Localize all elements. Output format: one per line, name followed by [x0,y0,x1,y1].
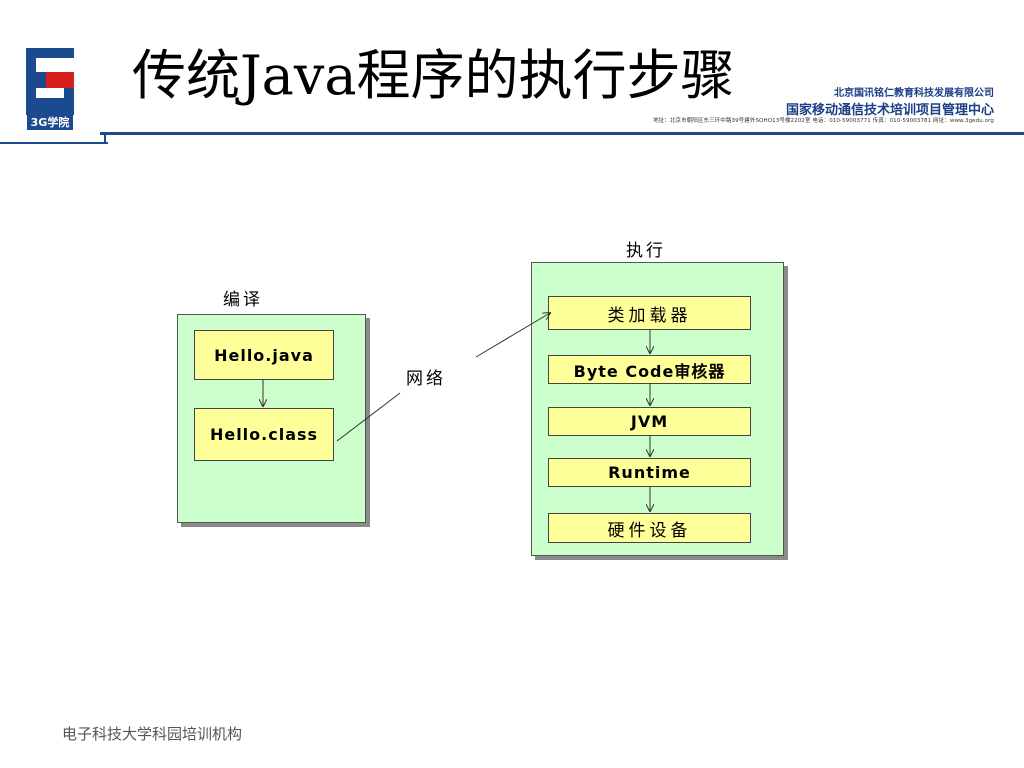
execute-label: 执行 [626,241,666,261]
header-divider [100,132,1024,135]
node-hello-class: Hello.class [194,408,334,461]
logo-icon [26,48,74,115]
logo-text: 3G学院 [27,115,73,130]
org-contact-line: 地址：北京市朝阳区东三环中路39号建外SOHO13号楼2202室 电话：010-… [653,118,994,124]
node-hello-java: Hello.java [194,330,334,380]
org-name-line2: 国家移动通信技术培训项目管理中心 [785,103,994,118]
org-name-line1: 北京国讯铭仁教育科技发展有限公司 [834,88,994,99]
network-label: 网络 [406,369,446,389]
node-jvm: JVM [548,407,751,436]
node-bytecode-verifier: Byte Code审核器 [548,355,751,384]
footer-text: 电子科技大学科园培训机构 [62,725,243,743]
node-hardware: 硬件设备 [548,513,751,543]
node-class-loader: 类加载器 [548,296,751,330]
compile-label: 编译 [223,290,263,310]
node-runtime: Runtime [548,458,751,487]
header-divider-tick [104,134,106,144]
header-divider-thin [0,142,108,144]
slide-title: 传统Java程序的执行步骤 [132,44,735,107]
